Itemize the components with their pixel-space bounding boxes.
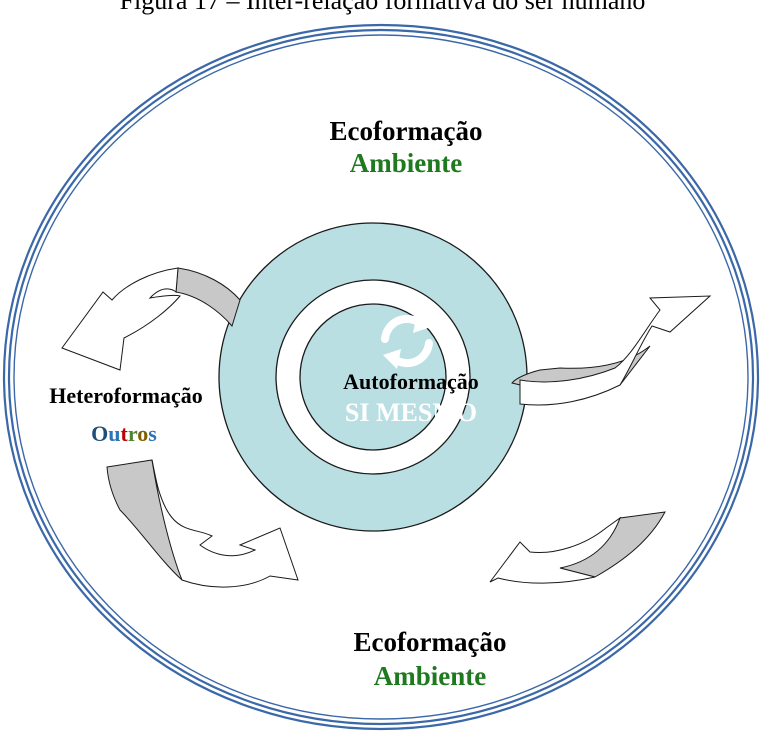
bottom-ecoformacao-label: Ecoformação Ambiente [354,627,507,691]
outros-letter: O [91,421,108,446]
top-ecoformacao-label: Ecoformação Ambiente [330,116,483,178]
curved-arrow-lower-right [489,511,666,584]
center-label-title: Autoformação [343,369,479,394]
bottom-label-title: Ecoformação [354,627,507,657]
center-label-subtitle: SI MESMO [345,398,477,427]
outros-letter: u [108,421,120,446]
curved-arrow-lower-left [106,459,299,588]
autoformacao-label: Autoformação SI MESMO [343,369,479,427]
outros-letter: t [121,421,129,446]
outros-letter: o [137,421,148,446]
curved-arrow-upper-left [61,267,241,371]
top-label-title: Ecoformação [330,116,483,146]
refresh-cycle-icon [381,313,433,369]
figure-caption: Figura 17 – Inter-relação formativa do s… [119,0,646,15]
bottom-label-subtitle: Ambiente [374,661,486,691]
formation-rings [218,222,528,532]
heteroformacao-label: Heteroformação Outros [49,383,203,446]
outros-letter: r [128,421,138,446]
outer-environment-circle [2,23,760,731]
outros-letter: s [148,421,157,446]
curved-arrow-right [511,295,712,406]
left-label-subtitle: Outros [91,421,157,446]
top-label-subtitle: Ambiente [350,148,462,178]
left-label-title: Heteroformação [49,383,203,408]
